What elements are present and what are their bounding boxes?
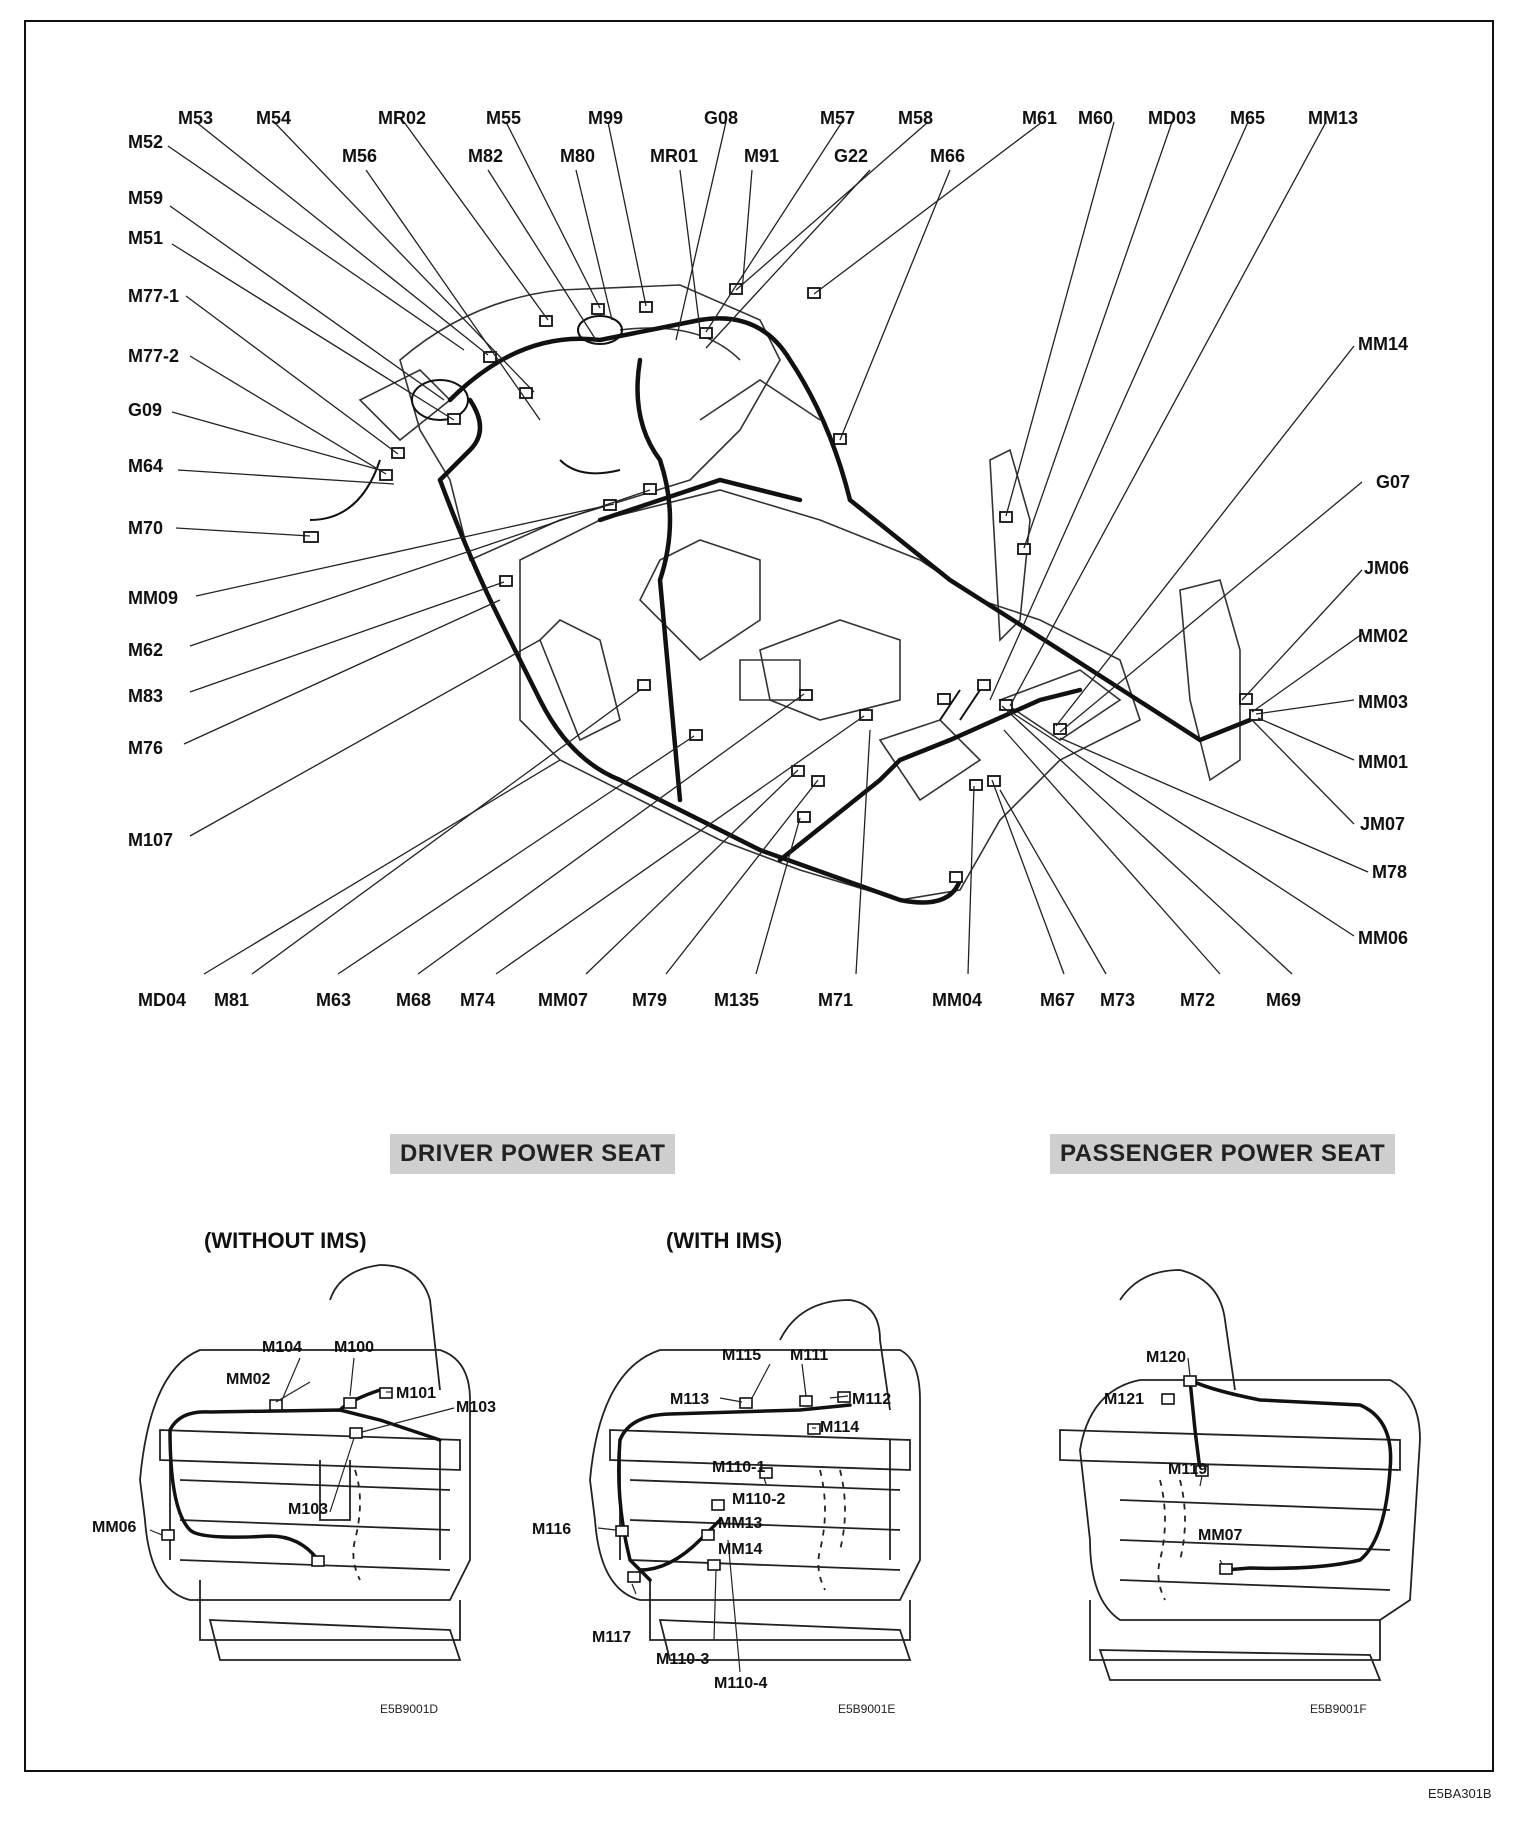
label-g09: G09 [128, 400, 163, 420]
driver-power-seat-heading: DRIVER POWER SEAT [390, 1134, 676, 1174]
seat3-figure-code: E5B9001F [1310, 1702, 1367, 1716]
label-m67: M67 [1040, 990, 1076, 1010]
label-m78: M78 [1372, 862, 1408, 882]
label-m58: M58 [898, 108, 934, 128]
label-m82: M82 [468, 146, 504, 166]
label-m72: M72 [1180, 990, 1216, 1010]
seat2-label-m115: M115 [722, 1347, 762, 1364]
label-m73: M73 [1100, 990, 1136, 1010]
seat2-label-m114: M114 [820, 1419, 860, 1436]
label-m69: M69 [1266, 990, 1302, 1010]
label-m64: M64 [128, 456, 164, 476]
label-m55: M55 [486, 108, 522, 128]
label-m76: M76 [128, 738, 164, 758]
seat1-label-m104: M104 [262, 1339, 303, 1356]
label-m107: M107 [128, 830, 174, 850]
label-mr01: MR01 [650, 146, 699, 166]
label-m77-1: M77-1 [128, 286, 180, 306]
label-mm06: MM06 [1358, 928, 1409, 948]
label-m135: M135 [714, 990, 760, 1010]
seat3-label-mm07: MM07 [1198, 1527, 1243, 1544]
label-m65: M65 [1230, 108, 1266, 128]
label-m54: M54 [256, 108, 292, 128]
seat3-label-m120: M120 [1146, 1349, 1187, 1366]
figure-code: E5BA301B [1428, 1786, 1492, 1801]
seat2-label-mm14: MM14 [718, 1541, 763, 1558]
label-m60: M60 [1078, 108, 1114, 128]
label-mm09: MM09 [128, 588, 179, 608]
label-md03: MD03 [1148, 108, 1197, 128]
label-mm07: MM07 [538, 990, 589, 1010]
seat2-label-m113: M113 [670, 1391, 710, 1408]
label-m91: M91 [744, 146, 780, 166]
label-m77-2: M77-2 [128, 346, 180, 366]
seat1-label-m103-b: M103 [288, 1501, 329, 1518]
label-m74: M74 [460, 990, 496, 1010]
seat1-label-mm06: MM06 [92, 1519, 137, 1536]
figure-frame [24, 20, 1494, 1772]
seat2-label-m116: M116 [532, 1521, 572, 1538]
label-m63: M63 [316, 990, 352, 1010]
label-m59: M59 [128, 188, 164, 208]
passenger-power-seat-heading: PASSENGER POWER SEAT [1050, 1134, 1396, 1174]
seat2-label-m110-2: M110-2 [732, 1491, 786, 1508]
label-mm14: MM14 [1358, 334, 1409, 354]
label-mr02: MR02 [378, 108, 427, 128]
label-m79: M79 [632, 990, 668, 1010]
label-m66: M66 [930, 146, 966, 166]
label-m81: M81 [214, 990, 250, 1010]
label-m80: M80 [560, 146, 596, 166]
label-m70: M70 [128, 518, 164, 538]
label-g07: G07 [1376, 472, 1411, 492]
seat2-figure-code: E5B9001E [838, 1702, 896, 1716]
seat3-label-m121: M121 [1104, 1391, 1145, 1408]
seat2-label-m117: M117 [592, 1629, 632, 1646]
label-mm13: MM13 [1308, 108, 1359, 128]
label-m53: M53 [178, 108, 214, 128]
seat1-label-mm02: MM02 [226, 1371, 271, 1388]
seat3-label-m119: M119 [1168, 1461, 1208, 1478]
label-m71: M71 [818, 990, 854, 1010]
seat1-label-m103-a: M103 [456, 1399, 497, 1416]
seat1-label-m100: M100 [334, 1339, 375, 1356]
label-m62: M62 [128, 640, 164, 660]
label-mm04: MM04 [932, 990, 983, 1010]
label-mm02: MM02 [1358, 626, 1409, 646]
label-g22: G22 [834, 146, 869, 166]
label-m99: M99 [588, 108, 624, 128]
label-m68: M68 [396, 990, 432, 1010]
label-m51: M51 [128, 228, 164, 248]
seat1-figure-code: E5B9001D [380, 1702, 439, 1716]
seat2-label-m112: M112 [852, 1391, 892, 1408]
label-m83: M83 [128, 686, 164, 706]
seat2-label-m110-4: M110-4 [714, 1675, 768, 1692]
label-m57: M57 [820, 108, 856, 128]
seat2-label-mm13: MM13 [718, 1515, 763, 1532]
label-jm07: JM07 [1360, 814, 1406, 834]
label-g08: G08 [704, 108, 739, 128]
seat1-label-m101: M101 [396, 1385, 437, 1402]
seat2-label-m110-1: M110-1 [712, 1459, 766, 1476]
label-mm01: MM01 [1358, 752, 1409, 772]
label-m56: M56 [342, 146, 378, 166]
label-m52: M52 [128, 132, 164, 152]
without-ims-heading: (WITHOUT IMS) [204, 1228, 367, 1253]
label-md04: MD04 [138, 990, 187, 1010]
seat2-label-m110-3: M110-3 [656, 1651, 710, 1668]
seat2-label-m111: M111 [790, 1347, 829, 1364]
label-m61: M61 [1022, 108, 1058, 128]
label-mm03: MM03 [1358, 692, 1409, 712]
label-jm06: JM06 [1364, 558, 1410, 578]
with-ims-heading: (WITH IMS) [666, 1228, 783, 1253]
